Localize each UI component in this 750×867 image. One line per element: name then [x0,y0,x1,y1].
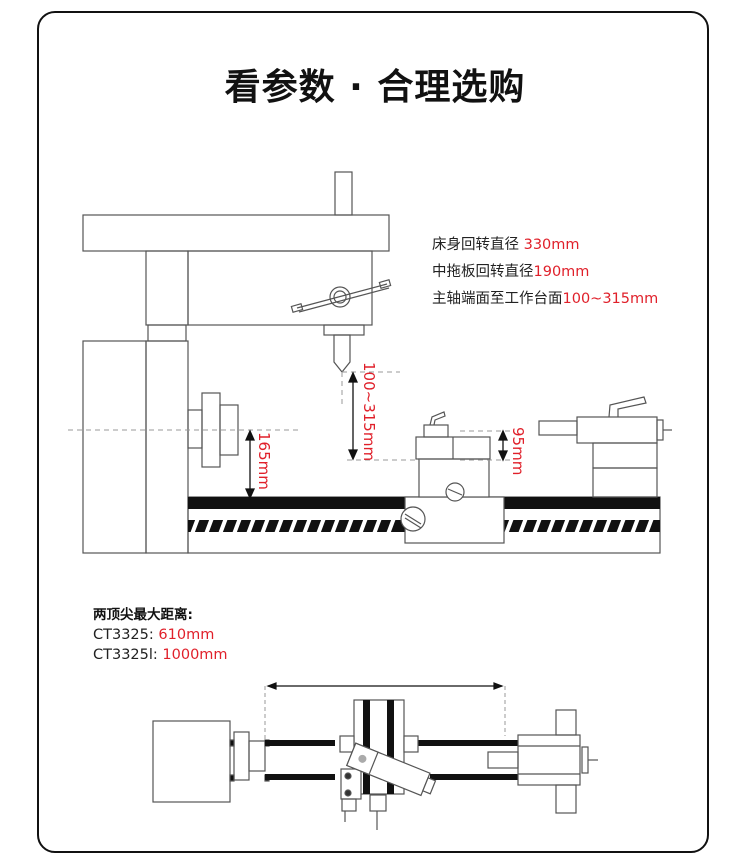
dim-spindle-to-table: 100~315mm [360,362,378,461]
tailstock-lever [608,396,647,418]
spec-value: 100~315mm [562,291,659,307]
model-value: 610mm [158,627,215,643]
dim-toolpost-height: 95mm [509,427,527,475]
drill-bit [333,334,351,373]
page-title: 看参数 · 合理选购 [224,67,526,108]
spec-spindle-to-table: 主轴端面至工作台面100~315mm [432,287,658,308]
spindle-nose [323,324,365,336]
spindle-hub [187,409,203,449]
mill-column [145,250,189,326]
spec-swing-over-carriage: 中拖板回转直径190mm [432,260,589,281]
model-value: 1000mm [162,647,228,663]
max-distance-ct3325: CT3325: 610mm [93,627,214,643]
spec-label: 中拖板回转直径 [432,264,534,280]
feed-handle-icon [290,278,392,314]
model-label: CT3325: [93,627,159,643]
mill-head-arm [82,214,390,252]
tailstock-quill [538,420,578,436]
content-frame [37,11,709,853]
spec-value: 330mm [523,237,580,253]
dim-center-height: 165mm [255,432,273,490]
headstock-left [82,340,147,554]
headstock-right [145,340,189,554]
spec-value: 190mm [533,264,590,280]
tailstock-body [576,416,658,444]
tool-post-lever [429,411,446,426]
max-distance-title: 两顶尖最大距离: [93,607,193,623]
model-label: CT3325l: [93,647,163,663]
column-collar [147,324,187,342]
spec-swing-over-bed: 床身回转直径 330mm [432,233,580,254]
chuck-jaw [219,404,239,456]
mill-column-top [334,171,353,216]
max-distance-ct3325l: CT3325l: 1000mm [93,647,228,663]
spec-label: 床身回转直径 [432,237,524,253]
tool-post [423,424,449,438]
spec-label: 主轴端面至工作台面 [432,291,563,307]
